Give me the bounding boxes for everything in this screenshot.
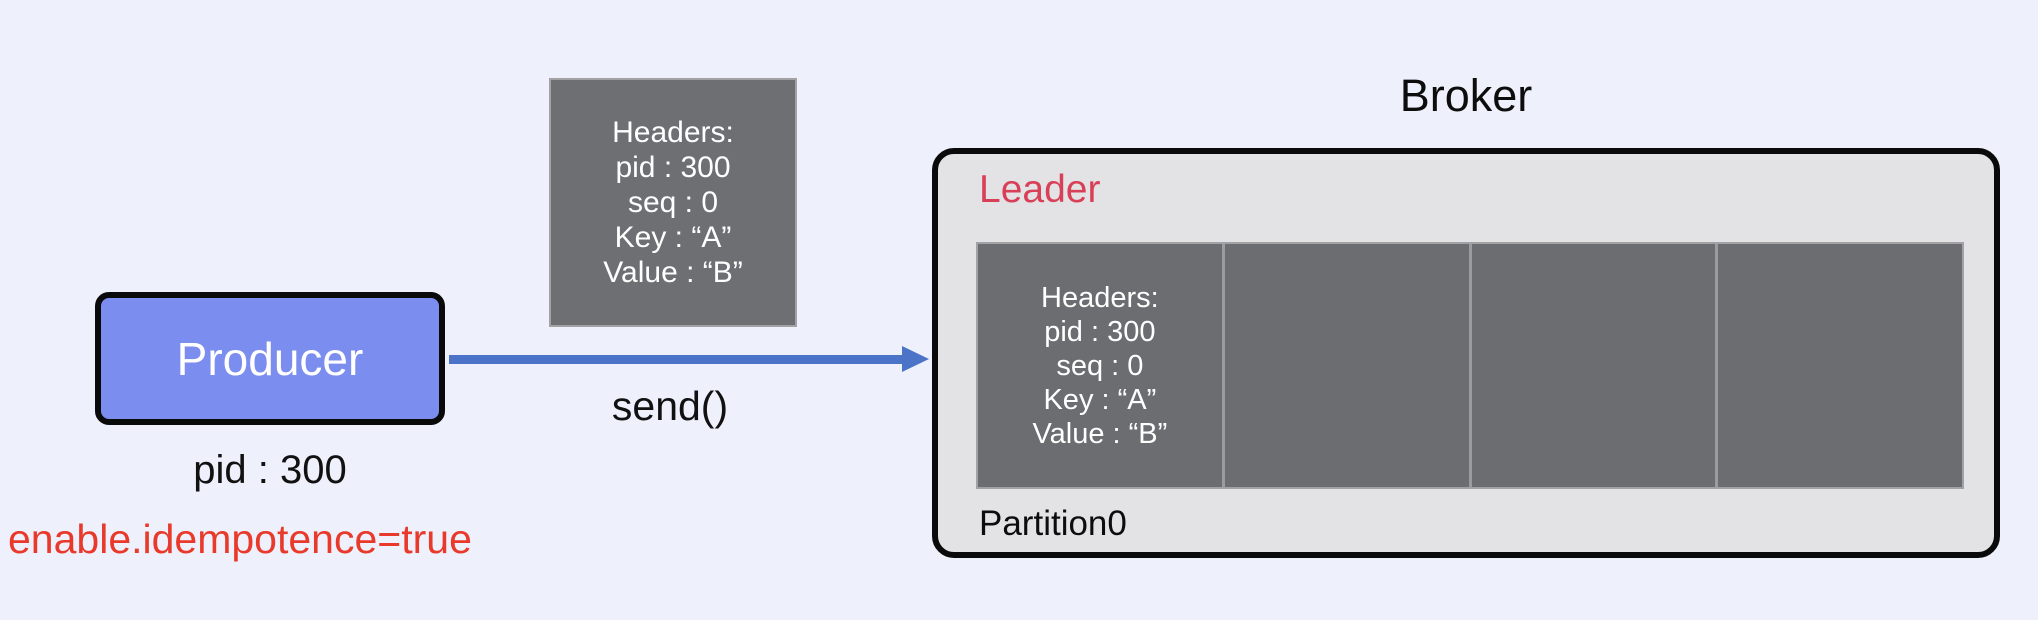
record-line: pid : 300 — [1044, 315, 1156, 348]
producer-label: Producer — [176, 332, 364, 385]
record-line: Value : “B” — [1032, 417, 1168, 450]
broker-node: Leader Headers: pid : 300 seq : 0 Key : … — [932, 148, 2000, 558]
producer-pid-text: pid : 300 — [193, 448, 347, 492]
message-line: pid : 300 — [615, 151, 731, 184]
broker-title: Broker — [1399, 70, 1533, 121]
send-label: send() — [611, 383, 729, 429]
message-line: Headers: — [612, 116, 734, 149]
producer-config-text: enable.idempotence=true — [8, 516, 472, 562]
record-line: seq : 0 — [1056, 349, 1144, 382]
log-slot-0: Headers: pid : 300 seq : 0 Key : “A” Val… — [978, 244, 1225, 487]
message-record-box: Headers: pid : 300 seq : 0 Key : “A” Val… — [549, 78, 797, 327]
message-line: seq : 0 — [627, 186, 719, 219]
log-slot-3 — [1718, 244, 1962, 487]
leader-label: Leader — [979, 168, 1101, 211]
log-slot-2 — [1472, 244, 1719, 487]
producer-node: Producer — [95, 292, 445, 425]
log-slot-1 — [1225, 244, 1472, 487]
partition-log-bar: Headers: pid : 300 seq : 0 Key : “A” Val… — [976, 242, 1964, 489]
record-line: Headers: — [1041, 281, 1159, 314]
record-line: Key : “A” — [1043, 383, 1157, 416]
message-line: Key : “A” — [614, 221, 732, 254]
send-arrow-head-icon — [902, 346, 929, 372]
partition-label: Partition0 — [979, 504, 1127, 543]
message-line: Value : “B” — [603, 256, 743, 289]
send-arrow-line — [449, 355, 905, 364]
